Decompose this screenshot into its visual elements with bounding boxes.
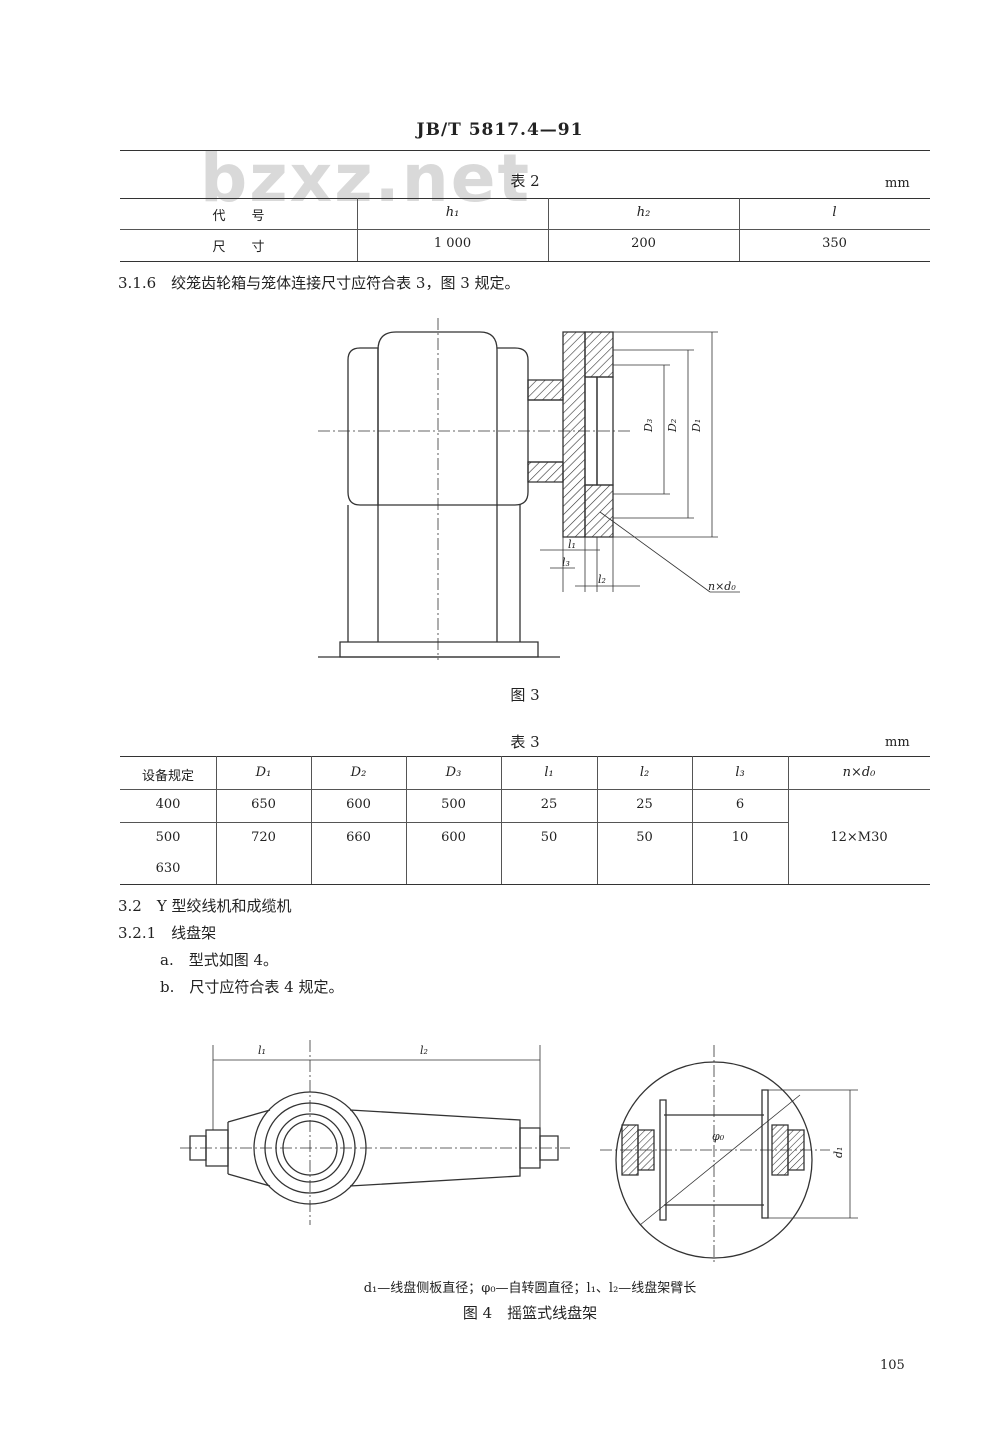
- table3-header: l₁: [544, 765, 554, 780]
- table2-title: 表 2: [510, 172, 540, 190]
- table3-col-divider: [597, 756, 598, 884]
- label-n-d0: n×d₀: [708, 580, 736, 593]
- table2-top-rule: [120, 150, 930, 151]
- table2-header-rule: [120, 198, 930, 199]
- table3-header: D₁: [255, 765, 272, 780]
- table3-header: l₂: [639, 765, 650, 780]
- table3-top-rule: [120, 756, 930, 757]
- table3-cell: 25: [636, 797, 653, 812]
- table3-title: 表 3: [510, 733, 540, 751]
- figure-3-drawing: D₃ D₂ D₁ l₁ l₃ l₂ n×d₀: [300, 310, 750, 670]
- table3-row-rule: [120, 822, 788, 823]
- table2-bottom-rule: [120, 261, 930, 262]
- table2-col-divider: [548, 198, 549, 261]
- table3-col-divider: [788, 756, 789, 884]
- table3-cell: 400: [155, 797, 181, 812]
- figure-4-caption: 图 4 摇篮式线盘架: [462, 1304, 598, 1322]
- table2-cell: 代 号: [212, 209, 265, 224]
- table2-cell: 200: [631, 236, 656, 251]
- table2-unit: mm: [885, 176, 910, 191]
- dim-D2: D₂: [666, 419, 679, 433]
- item-a: a. 型式如图 4。: [160, 951, 279, 969]
- table2-cell: h₂: [636, 205, 651, 220]
- table3-cell: 500: [441, 797, 466, 812]
- page-number: 105: [880, 1358, 905, 1373]
- table3-cell: 660: [346, 830, 371, 845]
- table3-header: n×d₀: [842, 765, 876, 780]
- table3-cell: 50: [636, 830, 653, 845]
- table3-cell: 25: [540, 797, 558, 812]
- table3-cell: 650: [251, 797, 276, 812]
- dim-l3: l₃: [562, 556, 570, 569]
- section-3-2: 3.2 Y 型绞线机和成缆机: [118, 897, 292, 915]
- item-b: b. 尺寸应符合表 4 规定。: [160, 978, 344, 996]
- table3-bottom-rule: [120, 884, 930, 885]
- table2-col-divider: [357, 198, 358, 261]
- table3-col-divider: [406, 756, 407, 884]
- table3-header: D₃: [445, 765, 462, 780]
- table2-cell: 1 000: [433, 236, 472, 251]
- dim-l2-fig4: l₂: [420, 1044, 428, 1057]
- table3-cell: 500: [155, 830, 181, 845]
- table2-cell: l: [832, 205, 837, 220]
- table3-cell: 600: [346, 797, 371, 812]
- section-3-1-6: 3.1.6 绞笼齿轮箱与笼体连接尺寸应符合表 3，图 3 规定。: [118, 274, 520, 292]
- figure-4-drawing: l₁ l₂ φ₀ d₁: [180, 1030, 880, 1270]
- table3-col-divider: [311, 756, 312, 884]
- figure-3-caption: 图 3: [510, 686, 540, 704]
- table3-cell: 600: [441, 830, 466, 845]
- dim-phi0: φ₀: [712, 1130, 725, 1143]
- table3-cell: 630: [155, 861, 181, 876]
- dim-D3: D₃: [642, 419, 655, 433]
- table3-col-divider: [216, 756, 217, 884]
- table3-header: l₃: [735, 765, 745, 780]
- table3-cell: 6: [735, 797, 745, 812]
- table2-mid-rule: [120, 229, 930, 230]
- table3-merged-cell: 12×M30: [830, 830, 888, 845]
- table3-cell: 10: [731, 830, 749, 845]
- table3-header: 设备规定: [141, 769, 194, 784]
- dim-d1: d₁: [832, 1147, 845, 1158]
- table3-col-divider: [692, 756, 693, 884]
- table3-cell: 720: [251, 830, 276, 845]
- table3-header-rule: [120, 789, 930, 790]
- table3-unit: mm: [885, 735, 910, 750]
- table2-cell: 350: [822, 236, 847, 251]
- watermark: bzxz.net: [200, 140, 532, 217]
- dim-l1: l₁: [568, 538, 576, 551]
- standard-number: JB/T 5817.4—91: [416, 120, 584, 140]
- table2-cell: 尺 寸: [212, 240, 265, 255]
- dim-l1-fig4: l₁: [258, 1044, 266, 1057]
- figure-4-legend: d₁—线盘侧板直径；φ₀—自转圆直径；l₁、l₂—线盘架臂长: [363, 1281, 697, 1296]
- table2-cell: h₁: [445, 205, 460, 220]
- table2-col-divider: [739, 198, 740, 261]
- section-3-2-1: 3.2.1 线盘架: [118, 924, 217, 942]
- dim-D1: D₁: [690, 419, 703, 433]
- table3-col-divider: [501, 756, 502, 884]
- table3-header: D₂: [350, 765, 367, 780]
- table3-cell: 50: [540, 830, 558, 845]
- dim-l2: l₂: [598, 573, 606, 586]
